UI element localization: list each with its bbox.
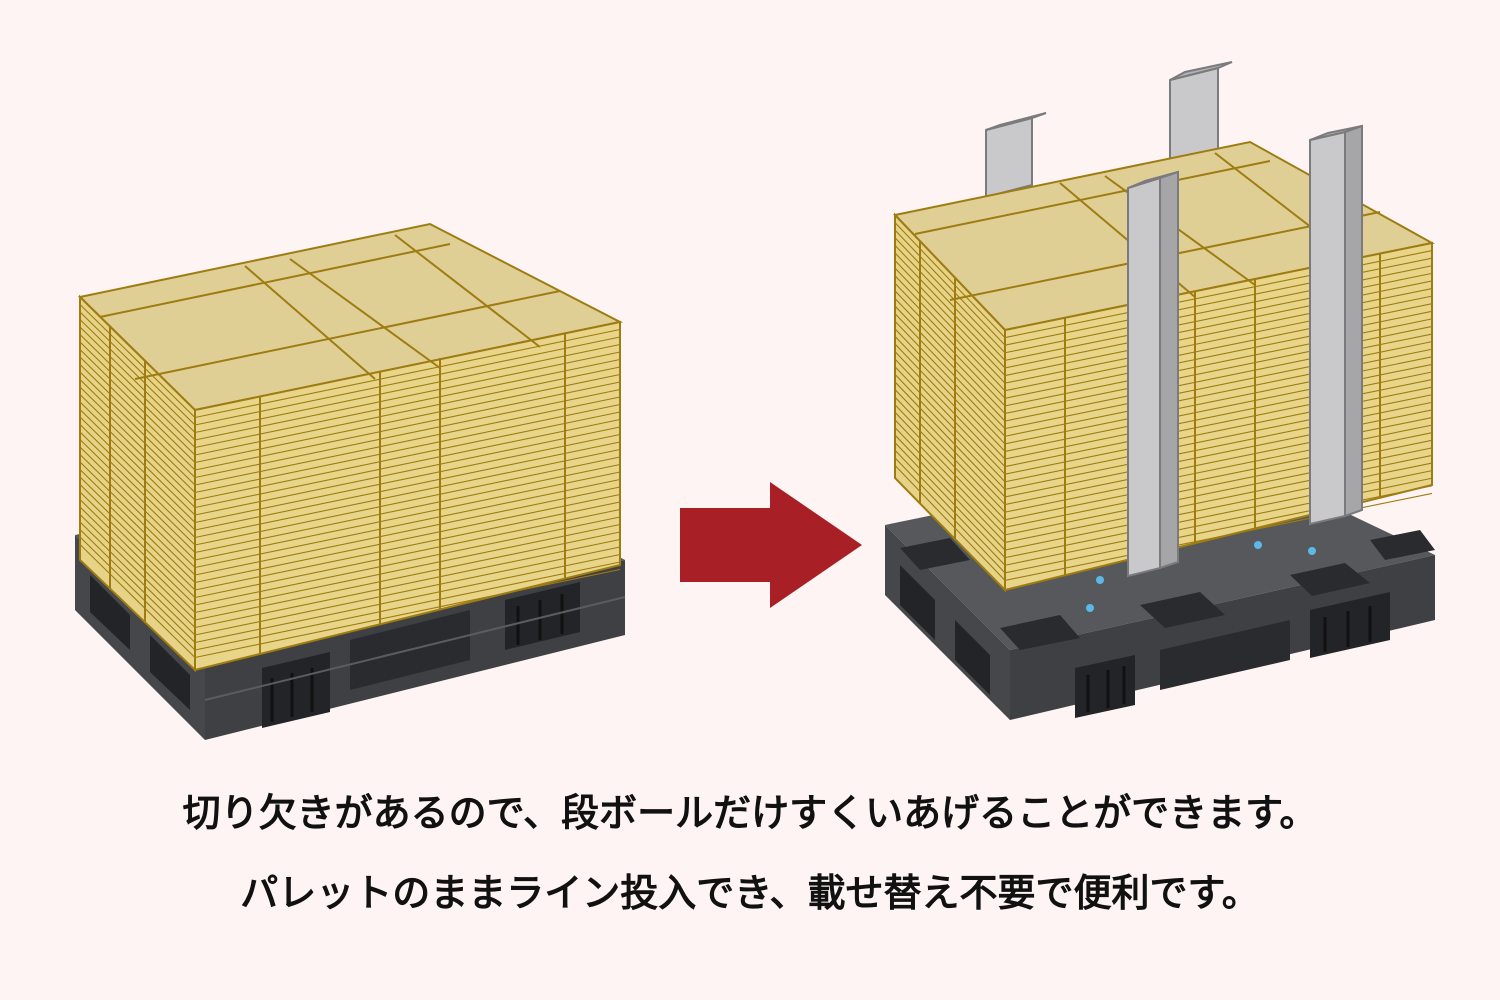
caption-line-1: 切り欠きがあるので、段ボールだけすくいあげることができます。 bbox=[182, 791, 1318, 835]
right-pallet-lifted bbox=[885, 61, 1435, 720]
right-arrow-icon bbox=[680, 482, 862, 608]
front-fork-left bbox=[1127, 170, 1179, 578]
pallet-marker-dots bbox=[1086, 541, 1316, 612]
left-cardboard-stack bbox=[77, 222, 623, 673]
front-fork-right bbox=[1309, 124, 1363, 526]
illustration-scene bbox=[75, 61, 1435, 740]
back-fork-right bbox=[1169, 61, 1233, 164]
left-pallet-loaded bbox=[75, 222, 626, 740]
back-fork-left bbox=[985, 112, 1047, 199]
caption-line-2: パレットのままライン投入でき、載せ替え不要で便利です。 bbox=[240, 871, 1260, 915]
